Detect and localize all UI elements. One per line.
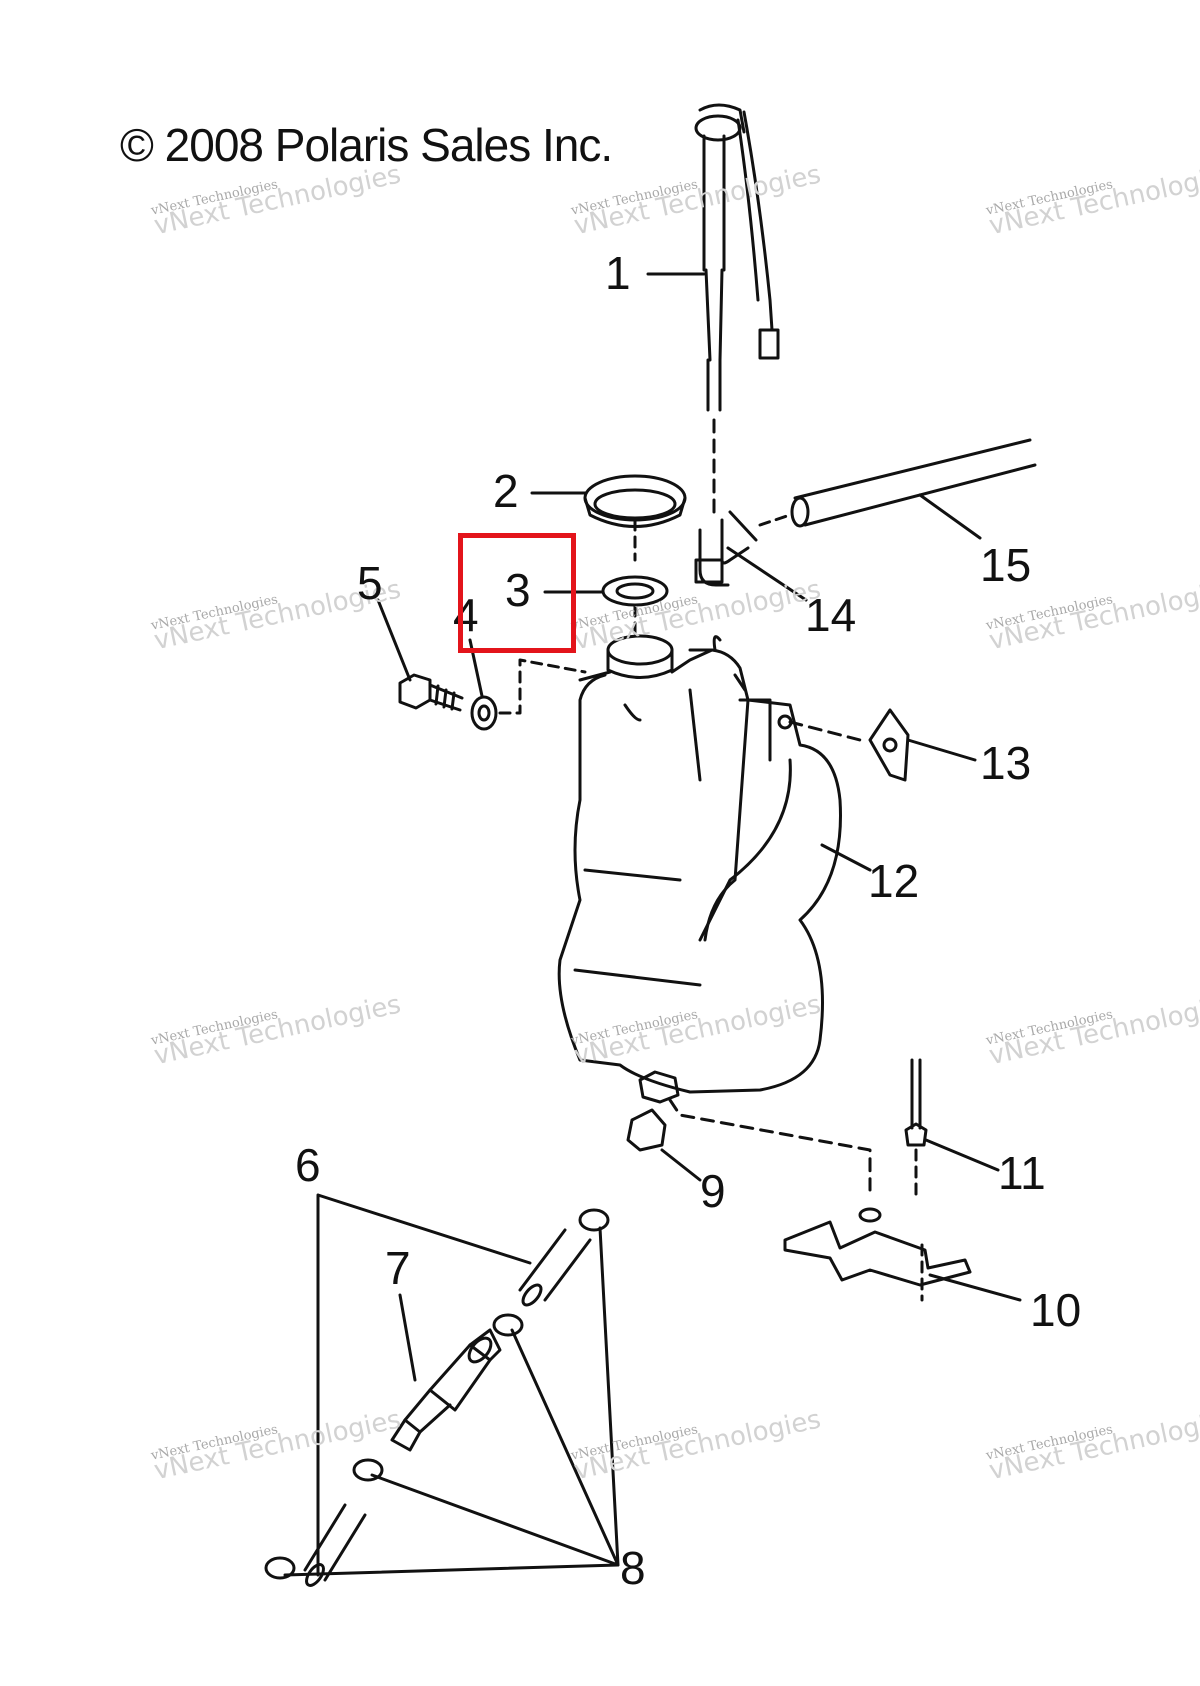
callout-10[interactable]: 10: [1030, 1284, 1082, 1336]
callout-5[interactable]: 5: [357, 557, 383, 609]
callout-14[interactable]: 14: [805, 589, 857, 641]
part-15-hose: [758, 438, 1037, 528]
callout-4[interactable]: 4: [453, 589, 479, 641]
callout-3-highlight-box: [458, 533, 576, 653]
part-13-clip: [788, 708, 910, 782]
leader-14: [726, 546, 808, 602]
copyright-text: © 2008 Polaris Sales Inc.: [120, 119, 613, 171]
part-9-fitting: [626, 1070, 872, 1192]
part-2-cap: [583, 474, 687, 562]
leader-9: [660, 1148, 702, 1182]
part-4-washer: [470, 658, 587, 731]
callout-2[interactable]: 2: [493, 465, 519, 517]
leader-12: [820, 843, 872, 872]
part-5-bolt: [398, 673, 464, 712]
leader-6: [316, 1193, 532, 1577]
callout-1[interactable]: 1: [605, 247, 631, 299]
part-7-filter: [390, 1328, 502, 1452]
part-6-hoses: [303, 1228, 592, 1587]
part-8-clamps: [264, 1208, 610, 1580]
part-1-sender: [694, 103, 780, 522]
callout-3[interactable]: 3: [505, 564, 531, 616]
part-14-elbow: [694, 510, 758, 587]
callout-13[interactable]: 13: [980, 737, 1032, 789]
leader-10: [928, 1273, 1022, 1302]
callout-8[interactable]: 8: [620, 1542, 646, 1594]
part-12-tank: [557, 634, 842, 1094]
leader-13: [906, 738, 977, 762]
callout-9[interactable]: 9: [700, 1165, 726, 1217]
leader-11: [924, 1138, 1000, 1172]
callout-12[interactable]: 12: [868, 855, 920, 907]
leader-8: [283, 1226, 620, 1577]
leader-5: [376, 598, 412, 682]
callout-15[interactable]: 15: [980, 539, 1032, 591]
part-11-stud: [904, 1058, 928, 1202]
callout-6[interactable]: 6: [295, 1139, 321, 1191]
callout-7[interactable]: 7: [385, 1242, 411, 1294]
part-10-bracket: [783, 1207, 972, 1302]
leader-15: [918, 493, 982, 540]
leader-7: [398, 1293, 417, 1382]
callout-11[interactable]: 11: [998, 1147, 1046, 1199]
